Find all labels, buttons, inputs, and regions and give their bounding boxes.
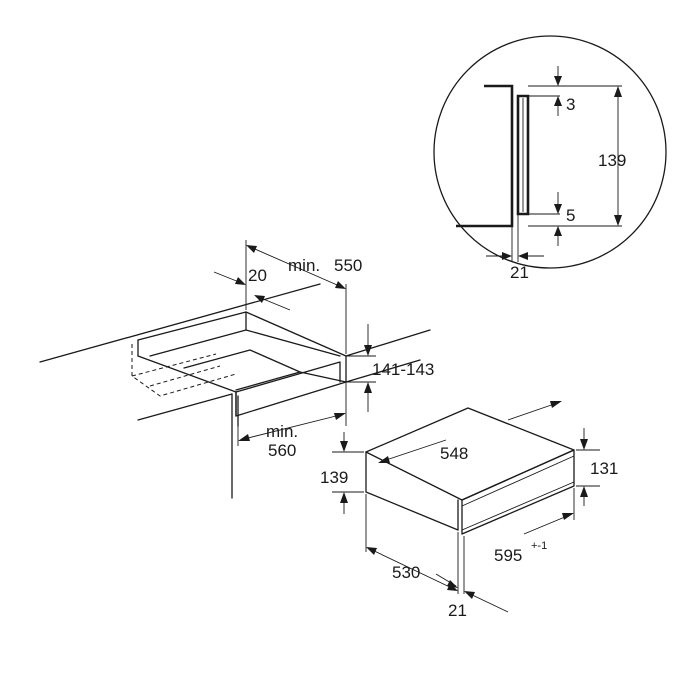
detail-dim-offset: 21 <box>510 263 529 282</box>
cabinet-dim-height: 141-143 <box>372 360 434 379</box>
upper-shelf-line <box>39 283 321 363</box>
drawer-top-face <box>365 407 575 501</box>
appliance-dim-width-tolerance: +-1 <box>531 540 547 552</box>
cabinet-min-label-depth: min. <box>288 256 320 275</box>
appliance-dim-front-thickness: 21 <box>448 601 467 620</box>
detail-dim-top-gap: 3 <box>566 95 575 114</box>
cabinet-dim-depth: 550 <box>334 256 362 275</box>
drawer-front-panel <box>461 449 575 535</box>
drawer-side-face <box>365 451 459 531</box>
cabinet-niche: min. 550 20 141-143 min. 560 <box>39 240 434 499</box>
appliance-dim-width-front: 595 <box>494 546 522 565</box>
appliance-dim-height-front: 131 <box>590 459 618 478</box>
lower-shelf-line <box>137 393 233 421</box>
appliance-drawer: 548 131 139 530 595 +-1 21 <box>320 401 618 620</box>
cabinet-dim-width: 560 <box>268 441 296 460</box>
appliance-dim-depth: 530 <box>392 563 420 582</box>
detail-dim-bottom-gap: 5 <box>566 206 575 225</box>
cabinet-min-label-width: min. <box>266 422 298 441</box>
detail-cabinet-wall <box>456 84 514 228</box>
detail-dim-height: 139 <box>598 151 626 170</box>
appliance-dim-height-side: 139 <box>320 468 348 487</box>
cabinet-dim-offset: 20 <box>248 266 267 285</box>
detail-view: 3 5 139 21 <box>433 35 667 282</box>
detail-circle <box>433 35 667 269</box>
appliance-dim-width-top: 548 <box>440 444 468 463</box>
